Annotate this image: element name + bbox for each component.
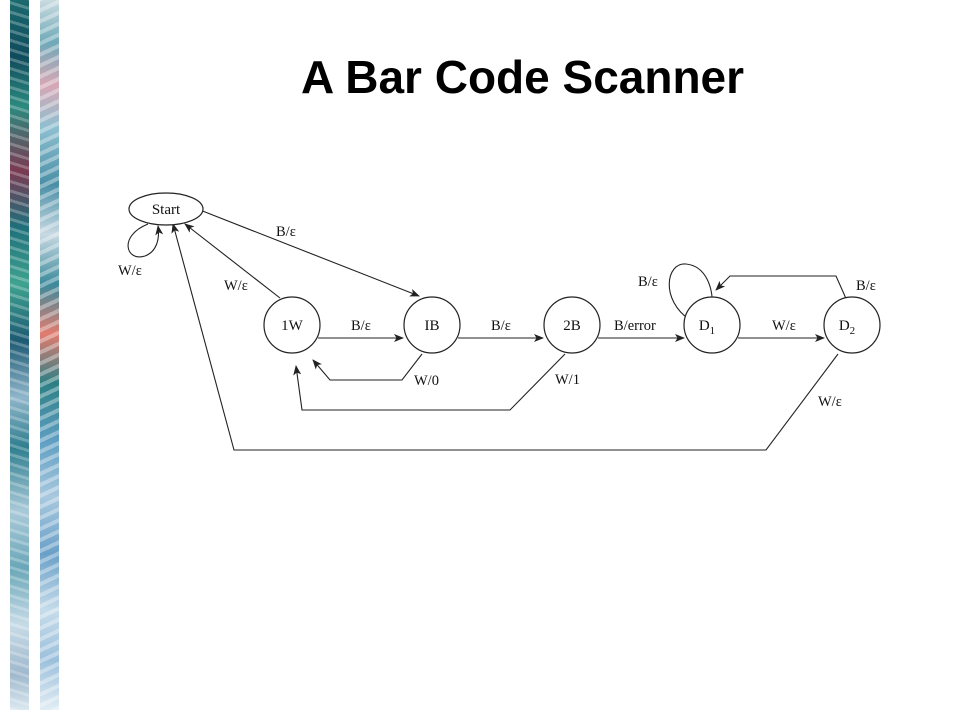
label-d1-to-d2: W/ε <box>772 318 796 334</box>
edge-start-self <box>127 223 164 258</box>
label-d2-to-d1: B/ε <box>856 278 876 294</box>
edge-start-to-ib <box>199 209 420 297</box>
edge-2b-to-1w <box>293 353 566 411</box>
state-ib-label: IB <box>425 318 440 334</box>
state-d1-subscript: 1 <box>710 325 716 337</box>
state-d2-label: D2 <box>839 318 855 337</box>
state-ib: IB <box>403 296 461 354</box>
slide-title: A Bar Code Scanner <box>300 51 745 103</box>
state-start-label: Start <box>152 202 181 218</box>
label-d1-self: B/ε <box>638 274 658 290</box>
state-1w: 1W <box>263 296 321 354</box>
state-d2: D2 <box>823 296 881 354</box>
label-2b-to-d1: B/error <box>614 318 656 334</box>
state-2b: 2B <box>543 296 601 354</box>
label-1w-to-start: W/ε <box>224 278 248 294</box>
state-d2-subscript: 2 <box>850 325 856 337</box>
edge-1w-to-start <box>184 223 281 299</box>
state-2b-label: 2B <box>563 318 581 334</box>
label-1w-to-ib: B/ε <box>351 318 371 334</box>
edge-d2-to-start <box>171 223 839 451</box>
decorative-strip-left <box>10 0 29 710</box>
label-2b-to-1w: W/1 <box>555 372 580 388</box>
decorative-strip-right <box>40 0 59 710</box>
label-d2-to-start: W/ε <box>818 394 842 410</box>
label-start-to-ib: B/ε <box>276 224 296 240</box>
state-start: Start <box>128 192 204 226</box>
state-d1-label: D1 <box>699 318 715 337</box>
state-d1: D1 <box>683 296 741 354</box>
edge-d2-to-d1 <box>715 275 853 313</box>
label-start-self: W/ε <box>118 263 142 279</box>
edge-d1-self <box>668 263 717 321</box>
state-1w-label: 1W <box>281 318 304 334</box>
edge-ib-to-1w <box>312 353 423 381</box>
label-ib-to-1w: W/0 <box>414 373 439 389</box>
label-ib-to-2b: B/ε <box>491 318 511 334</box>
